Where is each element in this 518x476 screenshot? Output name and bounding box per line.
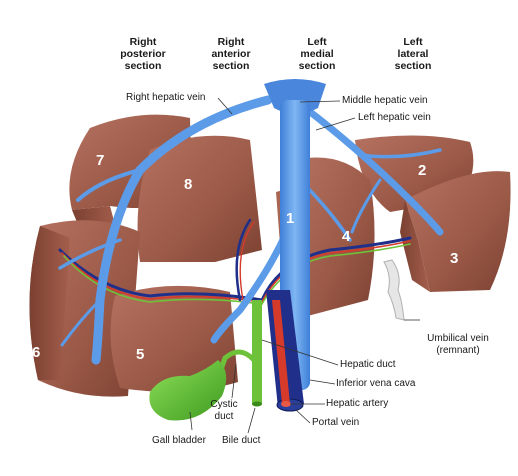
label-gall-bladder: Gall bladder [152, 435, 206, 446]
hepatic-artery [272, 300, 290, 404]
gall-bladder-organ [149, 360, 227, 421]
cystic-duct-tube [215, 349, 256, 379]
label-umbilical-vein: Umbilical vein(remnant) [427, 333, 489, 356]
portal-triad-branches [58, 218, 412, 305]
umbilical-vein-remnant [383, 259, 405, 321]
segment-6-cut [29, 226, 70, 380]
label-middle-hepatic-vein: Middle hepatic vein [342, 95, 428, 106]
segment-8-lobe [137, 135, 262, 262]
segment-3-lobe [405, 171, 511, 292]
label-right-hepatic-vein: Right hepatic vein [126, 92, 206, 103]
label-left-hepatic-vein: Left hepatic vein [358, 112, 431, 123]
segment-number-8: 8 [184, 176, 193, 193]
label-hepatic-artery: Hepatic artery [326, 398, 389, 409]
segment-4-lobe [293, 157, 375, 318]
segment-number-3: 3 [450, 250, 459, 267]
label-inferior-vena-cava: Inferior vena cava [336, 378, 416, 389]
segment-3-cut [400, 200, 430, 292]
segment-number-5: 5 [136, 346, 145, 363]
segment-5-lobe [110, 285, 238, 392]
label-hepatic-duct: Hepatic duct [340, 359, 396, 370]
label-portal-vein: Portal vein [312, 417, 360, 428]
segment-number-2: 2 [418, 162, 427, 179]
leader-lines [189, 97, 420, 434]
segment-number-4: 4 [342, 228, 351, 245]
segment-number-6: 6 [32, 344, 41, 361]
hepatic-vein-confluence [264, 79, 326, 114]
segment-number-7: 7 [96, 152, 105, 169]
segment-number-1: 1 [286, 210, 295, 227]
label-bile-duct: Bile duct [222, 435, 261, 446]
bile-duct-tube [252, 300, 262, 404]
